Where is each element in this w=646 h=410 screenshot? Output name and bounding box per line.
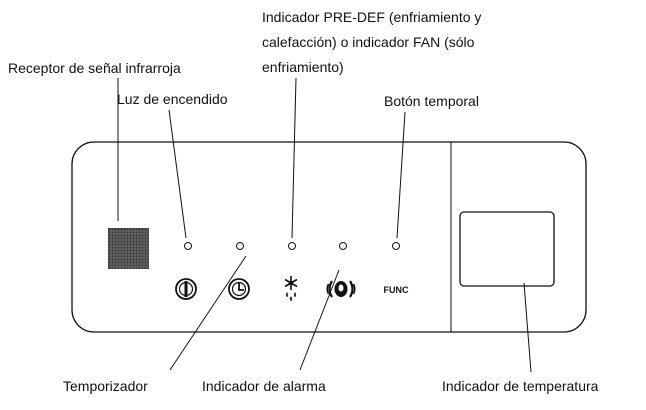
timer-label: Temporizador [63, 378, 148, 394]
alarm-label: Indicador de alarma [202, 378, 326, 394]
clock-icon[interactable] [228, 278, 250, 300]
power-light-label: Luz de encendido [117, 91, 228, 107]
control-panel-outline [71, 141, 587, 333]
func-button[interactable]: FUNC [384, 285, 409, 295]
predef-label-line3: enfriamiento) [262, 59, 344, 75]
timer-button-label: Botón temporal [384, 93, 479, 109]
func-led [392, 242, 400, 250]
alarm-led [339, 242, 347, 250]
predef-led [288, 242, 296, 250]
temperature-leader [523, 282, 532, 373]
timer-led [236, 242, 244, 250]
temperature-label: Indicador de temperatura [442, 378, 599, 394]
predef-leader [291, 77, 297, 239]
temperature-display [459, 211, 555, 287]
alarm-icon [326, 280, 356, 298]
predef-label-line1: Indicador PRE-DEF (enfriamiento y [262, 9, 481, 25]
infrared-receiver-grille [108, 228, 149, 269]
defrost-icon [284, 276, 298, 302]
power-led [184, 242, 192, 250]
predef-label-line2: calefacción) o indicador FAN (sólo [262, 34, 475, 50]
timer-leader [169, 255, 247, 371]
ir-receiver-label: Receptor de señal infrarroja [8, 60, 181, 76]
power-light-leader [168, 109, 187, 239]
power-icon[interactable] [175, 278, 197, 300]
alarm-leader [299, 269, 340, 371]
timer-button-leader [396, 111, 406, 239]
